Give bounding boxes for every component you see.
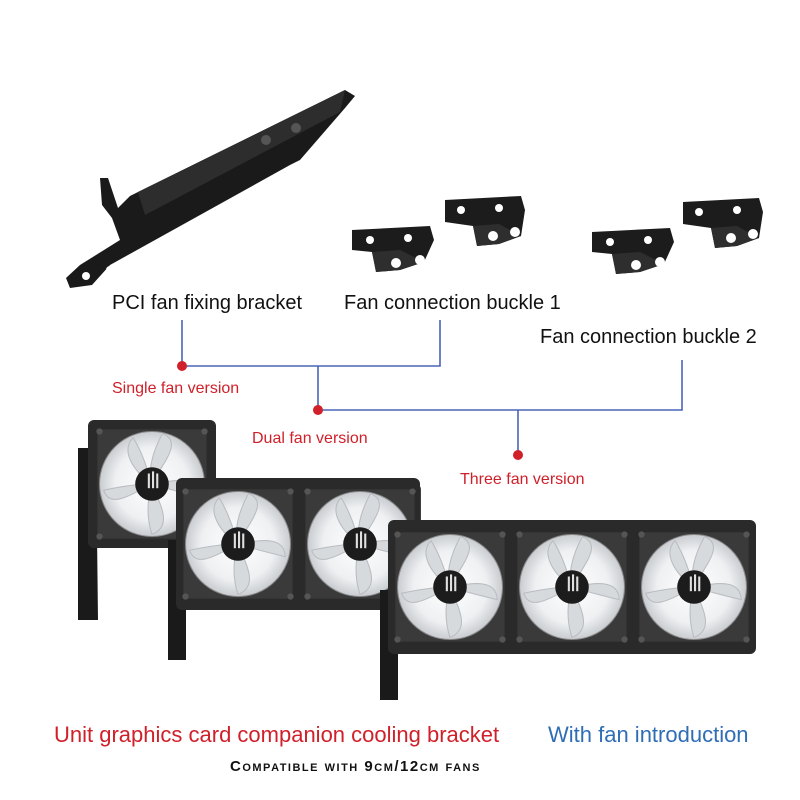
single-fan-version-label: Single fan version <box>112 380 240 397</box>
dual-version-dot <box>313 405 323 415</box>
pci-bracket-image <box>66 90 355 288</box>
three-fan-assembly <box>380 520 756 700</box>
buckle-2-image <box>592 198 763 274</box>
single-version-dot <box>177 361 187 371</box>
three-fan-version-label: Three fan version <box>460 471 585 488</box>
sub-caption: With fan introduction <box>548 722 749 747</box>
pci-bracket-label: PCI fan fixing bracket <box>112 292 303 314</box>
buckle-1-label: Fan connection buckle 1 <box>344 292 561 314</box>
three-version-dot <box>513 450 523 460</box>
compatibility-note: Compatible with 9cm/12cm fans <box>230 758 481 775</box>
buckle-2-label: Fan connection buckle 2 <box>540 326 757 348</box>
dual-fan-version-label: Dual fan version <box>252 430 368 447</box>
main-caption: Unit graphics card companion cooling bra… <box>54 722 500 747</box>
dual-fan-assembly <box>168 478 422 660</box>
buckle-1-image <box>352 196 525 272</box>
version-dots <box>177 361 523 460</box>
version-connector-lines <box>181 320 683 455</box>
